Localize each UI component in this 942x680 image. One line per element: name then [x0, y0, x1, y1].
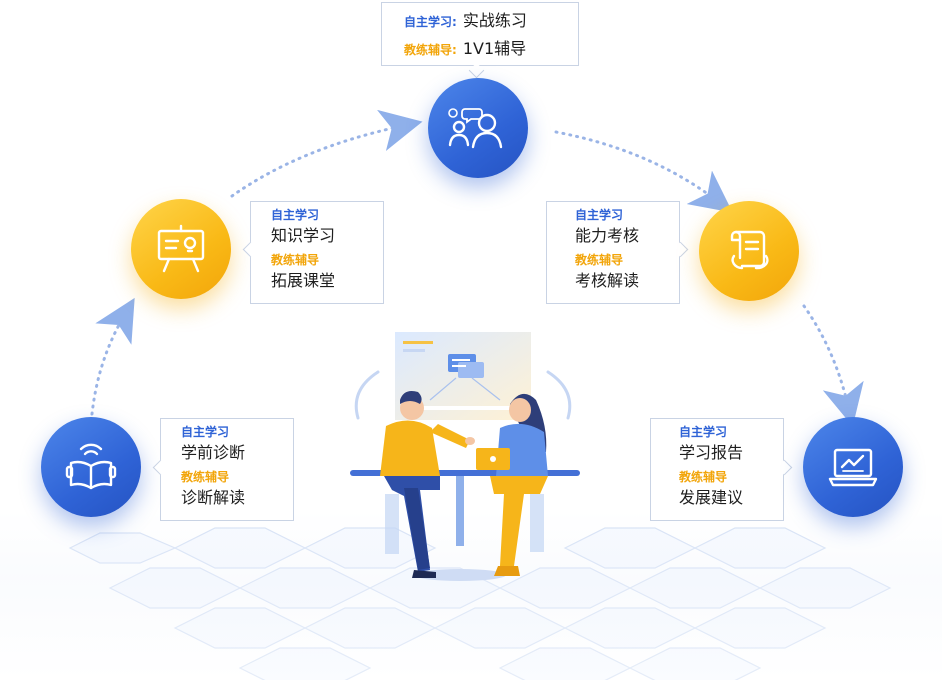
- knowledge-coach-label: 教练辅导: [271, 253, 320, 267]
- report-node[interactable]: [803, 417, 903, 517]
- pre-diagnosis-coach-value: 诊断解读: [181, 488, 246, 507]
- practice-self-label: 自主学习:: [404, 15, 457, 29]
- practice-self-value: 实战练习: [462, 11, 527, 30]
- knowledge-card: 自主学习 知识学习 教练辅导 拓展课堂: [250, 201, 384, 304]
- chat-bubbles-icon: [448, 354, 484, 378]
- knowledge-self-value: 知识学习: [271, 226, 336, 245]
- arrow-knowledge-to-practice: [230, 109, 423, 198]
- practice-node[interactable]: [428, 78, 528, 178]
- practice-card: 自主学习: 实战练习 教练辅导: 1V1辅导: [381, 2, 579, 66]
- report-card: 自主学习 学习报告 教练辅导 发展建议: [650, 418, 784, 521]
- assessment-card: 自主学习 能力考核 教练辅导 考核解读: [546, 201, 680, 304]
- pre-diagnosis-node[interactable]: [41, 417, 141, 517]
- pre-diagnosis-self-value: 学前诊断: [181, 443, 246, 462]
- knowledge-self-label: 自主学习: [271, 208, 320, 222]
- discussion-people-icon: [448, 108, 503, 149]
- assessment-self-value: 能力考核: [575, 226, 640, 245]
- report-coach-value: 发展建议: [679, 488, 744, 507]
- assessment-coach-value: 考核解读: [575, 271, 640, 290]
- meeting-board: [395, 332, 531, 420]
- arrow-diagnosis-to-knowledge: [90, 297, 135, 416]
- assessment-coach-label: 教练辅导: [575, 253, 624, 267]
- arrow-practice-to-assessment: [554, 130, 733, 213]
- laptop-chart-icon: [828, 448, 878, 487]
- assessment-self-label: 自主学习: [575, 208, 624, 222]
- report-self-label: 自主学习: [679, 425, 728, 439]
- report-coach-label: 教练辅导: [679, 470, 728, 484]
- arrow-assessment-to-report: [802, 304, 864, 427]
- pre-diagnosis-coach-label: 教练辅导: [181, 470, 230, 484]
- knowledge-node[interactable]: [131, 199, 231, 299]
- flow-arrows: [90, 109, 864, 427]
- scroll-cycle-icon: [730, 230, 769, 270]
- pre-diagnosis-card: 自主学习 学前诊断 教练辅导 诊断解读: [160, 418, 294, 521]
- knowledge-coach-value: 拓展课堂: [271, 271, 336, 290]
- man-figure: [380, 391, 475, 578]
- audio-book-icon: [65, 443, 117, 490]
- report-self-value: 学习报告: [679, 443, 744, 462]
- practice-coach-value: 1V1辅导: [462, 39, 527, 58]
- woman-figure: [476, 393, 548, 576]
- practice-coach-label: 教练辅导:: [404, 43, 457, 57]
- presentation-board-icon: [157, 224, 205, 273]
- pre-diagnosis-self-label: 自主学习: [181, 425, 230, 439]
- assessment-node[interactable]: [699, 201, 799, 301]
